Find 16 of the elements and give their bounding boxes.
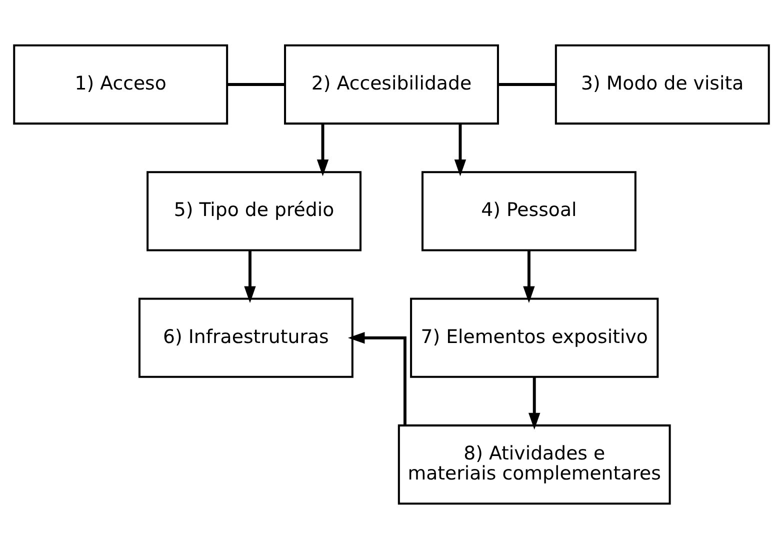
arrow (348, 331, 406, 425)
connector (227, 82, 285, 86)
node-box: 7) Elementos expositivo (410, 297, 659, 378)
node-box: 8) Atividades e materiais complementares (398, 424, 671, 504)
arrow (454, 123, 466, 176)
connector (498, 82, 556, 86)
node-box: 5) Tipo de prédio (146, 170, 362, 251)
node-box: 1) Acceso (13, 44, 228, 124)
arrow (244, 250, 256, 302)
node-box: 2) Accesibilidade (284, 44, 499, 124)
arrow (528, 376, 540, 430)
arrow (316, 123, 329, 176)
node-box: 3) Modo de visita (554, 44, 770, 124)
node-box: 6) Infraestruturas (138, 297, 354, 378)
arrow (523, 250, 535, 302)
node-box: 4) Pessoal (421, 170, 636, 251)
